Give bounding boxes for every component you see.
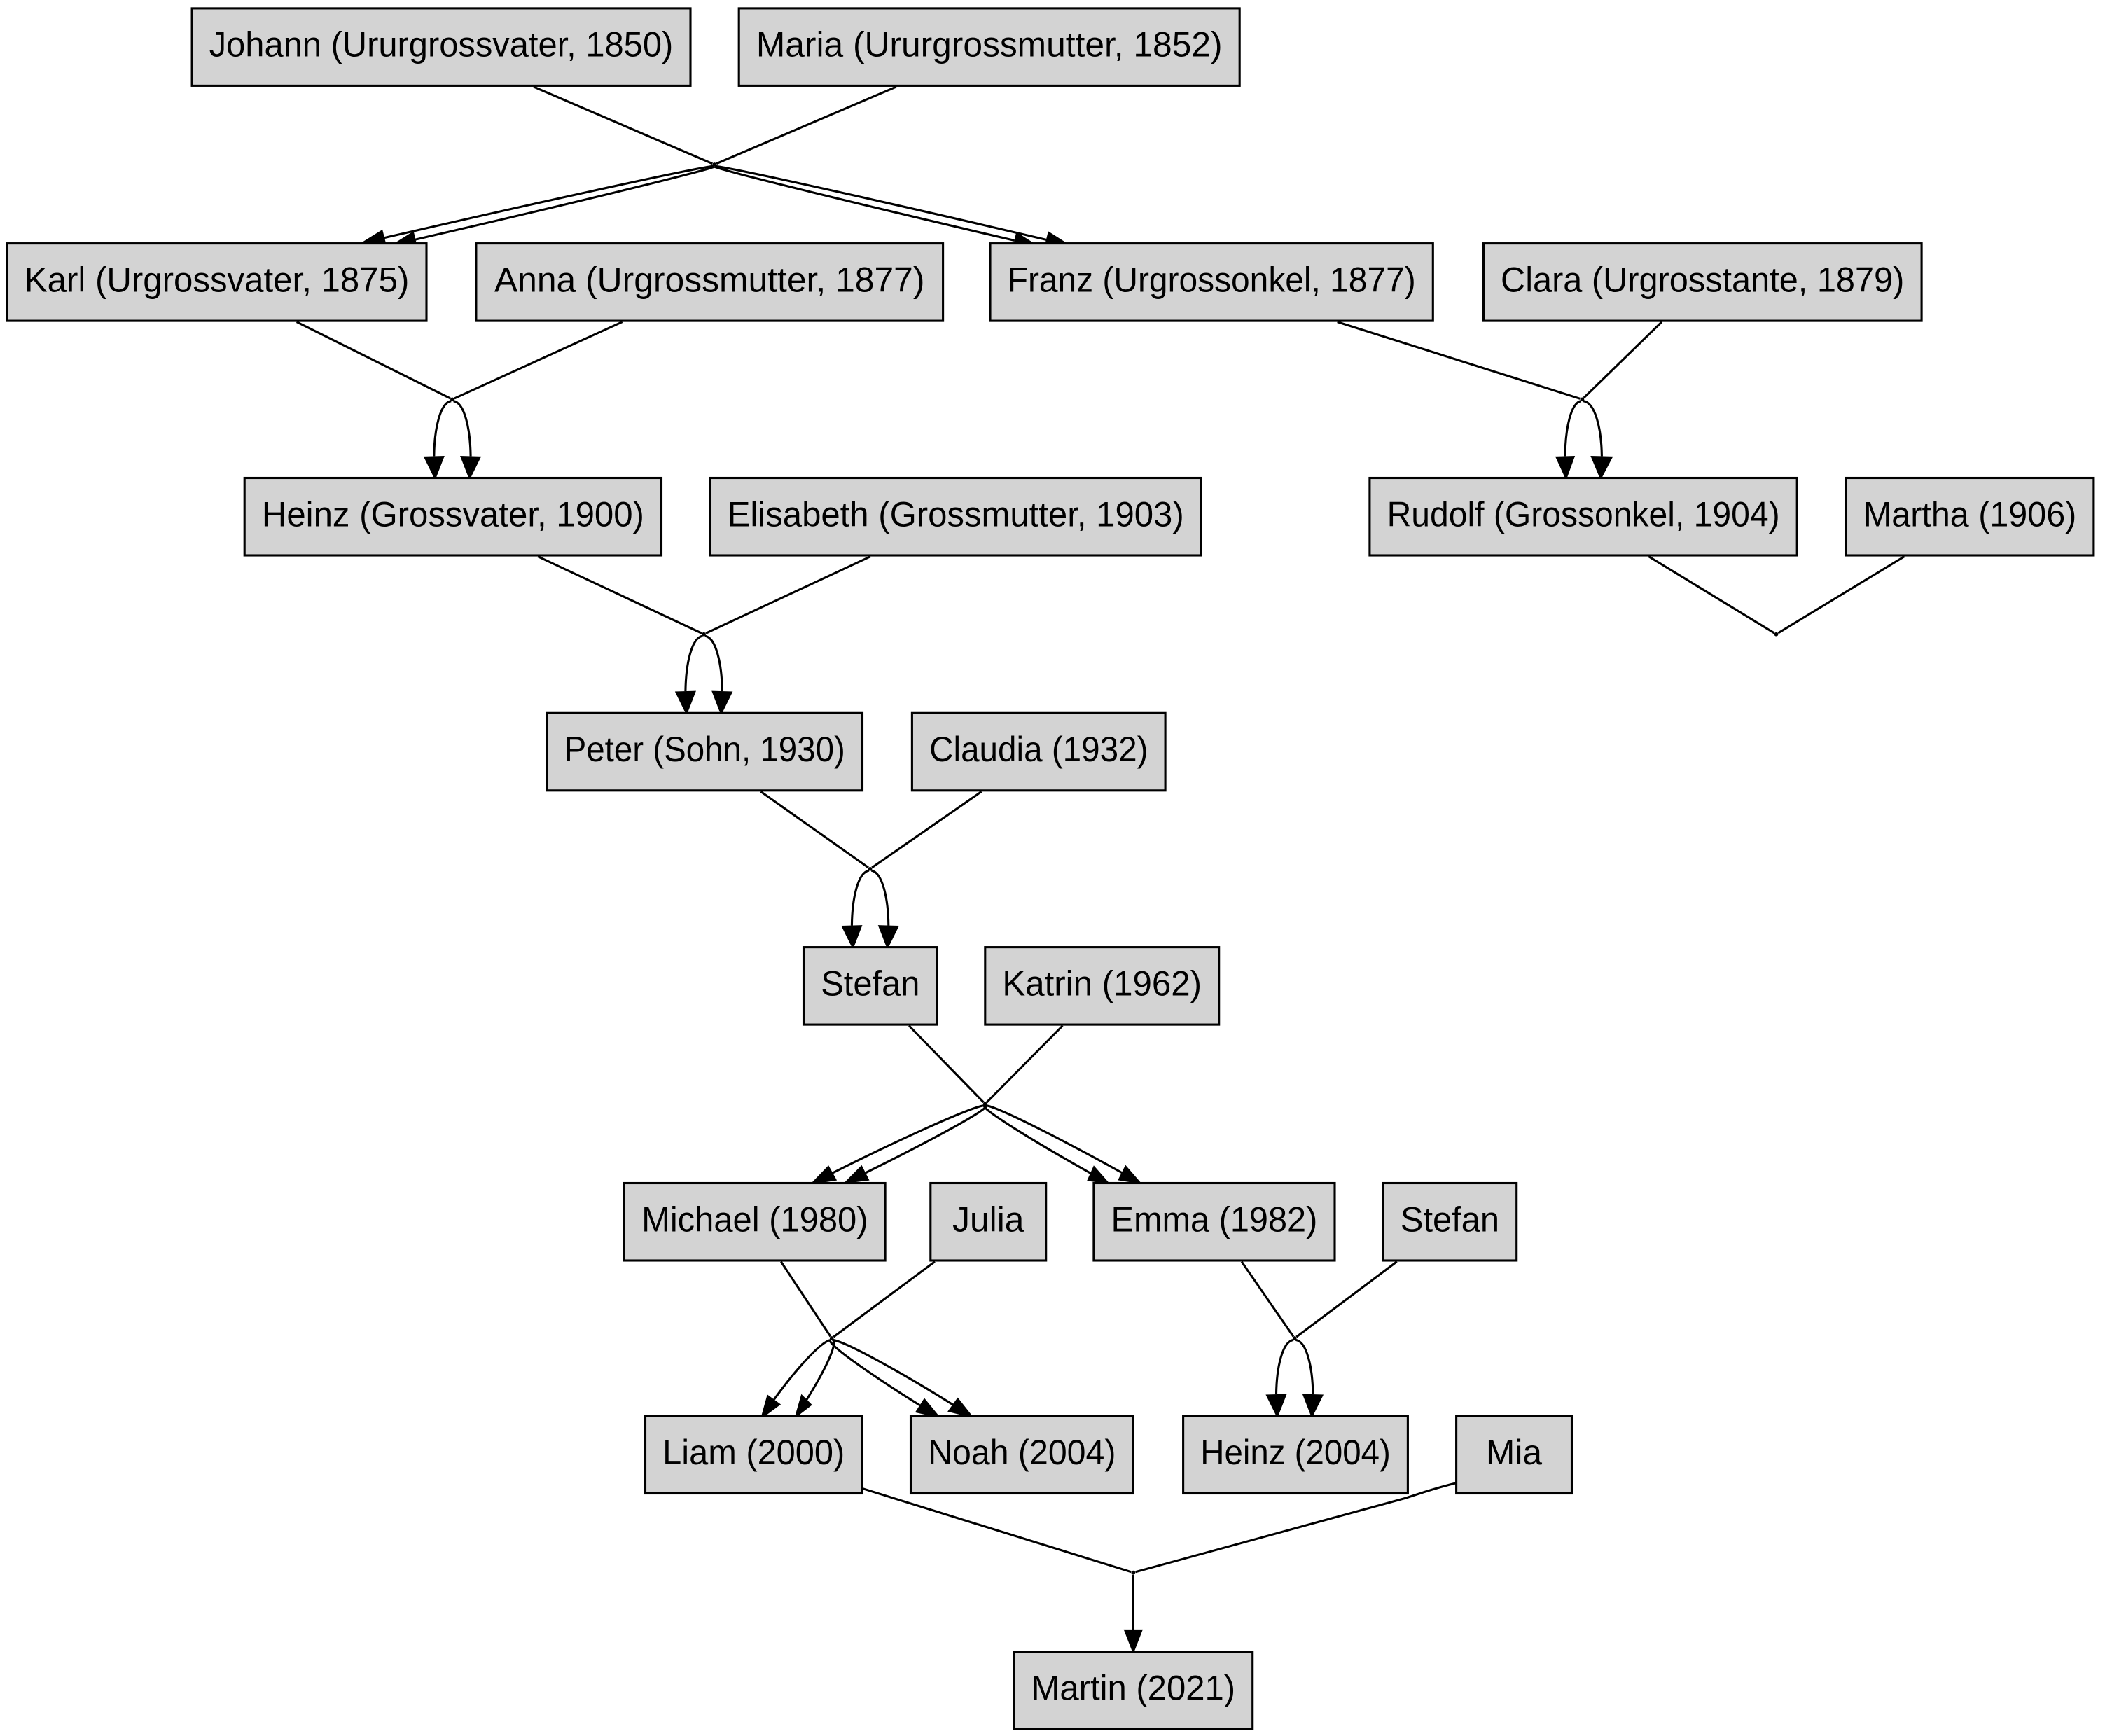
svg-text:Elisabeth (Grossmutter, 1903): Elisabeth (Grossmutter, 1903) <box>728 494 1184 534</box>
svg-text:Martha (1906): Martha (1906) <box>1863 494 2076 534</box>
svg-text:Anna (Urgrossmutter, 1877): Anna (Urgrossmutter, 1877) <box>494 260 925 299</box>
svg-text:Stefan: Stefan <box>1401 1200 1499 1239</box>
svg-text:Liam (2000): Liam (2000) <box>662 1433 845 1472</box>
svg-text:Maria (Ururgrossmutter, 1852): Maria (Ururgrossmutter, 1852) <box>756 25 1223 64</box>
svg-text:Noah (2004): Noah (2004) <box>928 1433 1116 1472</box>
svg-text:Rudolf (Grossonkel, 1904): Rudolf (Grossonkel, 1904) <box>1387 494 1780 534</box>
svg-text:Emma (1982): Emma (1982) <box>1111 1200 1318 1239</box>
svg-text:Mia: Mia <box>1486 1433 1542 1472</box>
svg-text:Heinz (2004): Heinz (2004) <box>1200 1433 1391 1472</box>
svg-text:Karl (Urgrossvater, 1875): Karl (Urgrossvater, 1875) <box>25 260 410 299</box>
svg-text:Katrin (1962): Katrin (1962) <box>1002 964 1202 1003</box>
svg-text:Claudia (1932): Claudia (1932) <box>929 730 1148 769</box>
svg-text:Clara (Urgrosstante, 1879): Clara (Urgrosstante, 1879) <box>1501 260 1904 299</box>
svg-text:Michael (1980): Michael (1980) <box>641 1200 868 1239</box>
svg-text:Peter (Sohn, 1930): Peter (Sohn, 1930) <box>564 730 845 769</box>
svg-text:Franz (Urgrossonkel, 1877): Franz (Urgrossonkel, 1877) <box>1008 260 1416 299</box>
svg-text:Martin (2021): Martin (2021) <box>1031 1668 1236 1707</box>
svg-text:Heinz (Grossvater, 1900): Heinz (Grossvater, 1900) <box>262 494 644 534</box>
svg-text:Johann (Ururgrossvater, 1850): Johann (Ururgrossvater, 1850) <box>209 25 674 64</box>
svg-text:Julia: Julia <box>952 1200 1024 1239</box>
svg-text:Stefan: Stefan <box>821 964 919 1003</box>
